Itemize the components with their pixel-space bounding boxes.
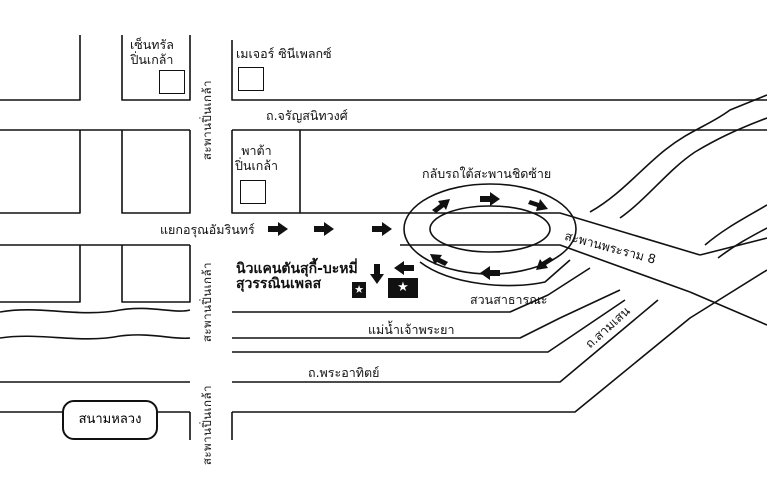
block-left-3 [0, 245, 81, 303]
label-arun-amarin-junction: แยกอรุณอัมรินทร์ [160, 222, 255, 237]
block-mid-2 [121, 130, 191, 214]
block-mid-3 [121, 245, 191, 303]
major-cineplex-marker [238, 67, 264, 91]
central-pinklao-marker [159, 70, 185, 94]
park-outline [419, 259, 571, 287]
label-sanam-luang: สนามหลวง [62, 400, 158, 440]
label-hotel-name: นิวแคนตันสุกี้-บะหมี่สุวรรณินเพลส [236, 261, 358, 292]
hotel-star-large-icon: ★ [388, 278, 418, 298]
label-road-phra-athit: ถ.พระอาทิตย์ [308, 365, 380, 380]
arrow-right-icon [314, 222, 334, 236]
label-u-turn-note: กลับรถใต้สะพานชิดซ้าย [422, 166, 552, 181]
river-bank-top [0, 307, 191, 314]
label-public-park: สวนสาธารณะ [470, 292, 548, 307]
bridge-bottom [400, 244, 691, 293]
river-right [619, 117, 767, 219]
pata-pinklao-marker [240, 180, 266, 204]
road-edge [232, 269, 767, 413]
label-chao-phraya-river: แม่น้ำเจ้าพระยา [368, 322, 455, 337]
arrow-left-icon [394, 261, 414, 275]
river-bank-top [232, 267, 591, 313]
arrow-right-icon [372, 222, 392, 236]
arrow-down-right-icon [528, 199, 548, 211]
river-bank-bottom [232, 289, 621, 339]
arrow-up-right-icon [432, 199, 450, 213]
bridge-top [420, 212, 701, 256]
label-bridge-pinklao-mid: สะพานปิ่นเกล้า [200, 262, 214, 343]
block-central [121, 35, 191, 101]
river-bank-bottom [0, 334, 191, 340]
river-right [589, 94, 767, 213]
label-road-charansanitwong: ถ.จรัญสนิทวงศ์ [266, 108, 348, 123]
label-central-pinklao: เซ็นทรัลปิ่นเกล้า [130, 37, 174, 67]
river-right [717, 227, 767, 259]
block-left-2 [0, 130, 81, 214]
arrow-right-icon [480, 192, 500, 206]
road-edge [232, 299, 659, 383]
road-right [689, 291, 767, 326]
block-pata [231, 130, 420, 214]
label-bridge-pinklao-top: สะพานปิ่นเกล้า [200, 80, 214, 161]
arrow-left-icon [480, 266, 500, 280]
river-bank-inner [232, 299, 626, 353]
arrow-up-left-icon [430, 254, 448, 266]
river-right [704, 204, 767, 246]
arrow-down-left-icon [536, 257, 554, 270]
block-major [231, 40, 767, 101]
hotel-star-small-icon: ★ [352, 282, 366, 298]
label-bridge-pinklao-bottom: สะพานปิ่นเกล้า [200, 385, 214, 466]
arrow-down-icon [370, 264, 384, 284]
arrow-right-icon [268, 222, 288, 236]
direction-arrows [268, 192, 554, 284]
label-major-cineplex: เมเจอร์ ซินีเพลกซ์ [236, 46, 332, 61]
label-pata-pinklao: พาต้าปิ่นเกล้า [235, 143, 278, 173]
block-top-left [0, 35, 81, 101]
